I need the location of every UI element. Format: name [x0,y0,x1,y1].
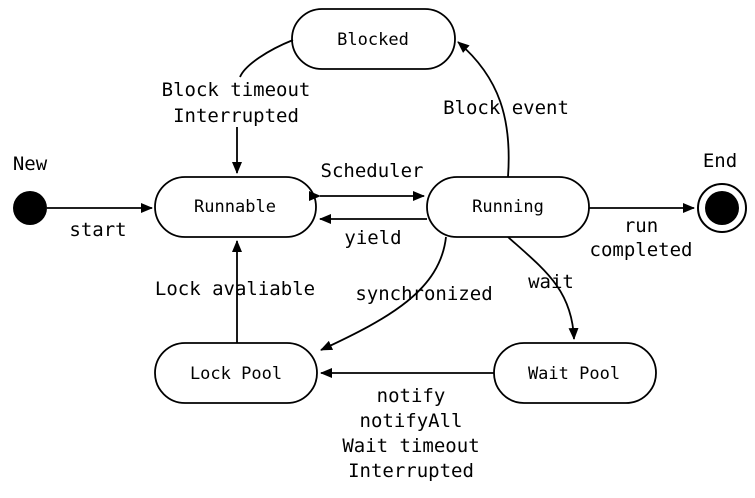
label-interrupted-2: Interrupted [348,460,474,482]
label-block-timeout: Block timeout [162,79,311,101]
label-run: run [624,215,658,237]
final-state-node [705,191,739,225]
state-lock-pool-label: Lock Pool [190,364,282,384]
label-interrupted: Interrupted [173,105,299,127]
initial-state-node [13,191,47,225]
edge-running-to-lock-pool [320,236,447,351]
label-yield: yield [344,227,401,249]
label-lock-available: Lock avaliable [155,278,315,300]
edge-running-to-wait-pool [507,236,579,340]
new-label: New [13,153,48,175]
label-scheduler: Scheduler [321,160,424,182]
label-block-event: Block event [443,97,569,119]
state-running-label: Running [472,197,544,217]
state-runnable-label: Runnable [194,197,276,217]
label-start: start [69,219,126,241]
state-blocked [291,8,456,70]
state-wait-pool-label: Wait Pool [528,364,620,384]
label-wait-timeout: Wait timeout [342,435,479,457]
label-notify-all: notifyAll [360,410,463,432]
label-completed: completed [590,239,693,261]
state-lock-pool [154,342,318,404]
end-label: End [703,150,737,172]
label-synchronized: synchronized [355,283,492,305]
edge-running-to-blocked [457,41,510,178]
label-wait: wait [528,271,574,293]
state-blocked-label: Blocked [337,30,409,50]
state-runnable [154,176,317,238]
edge-blocked-to-runnable-top [239,39,294,78]
label-notify: notify [377,385,446,407]
